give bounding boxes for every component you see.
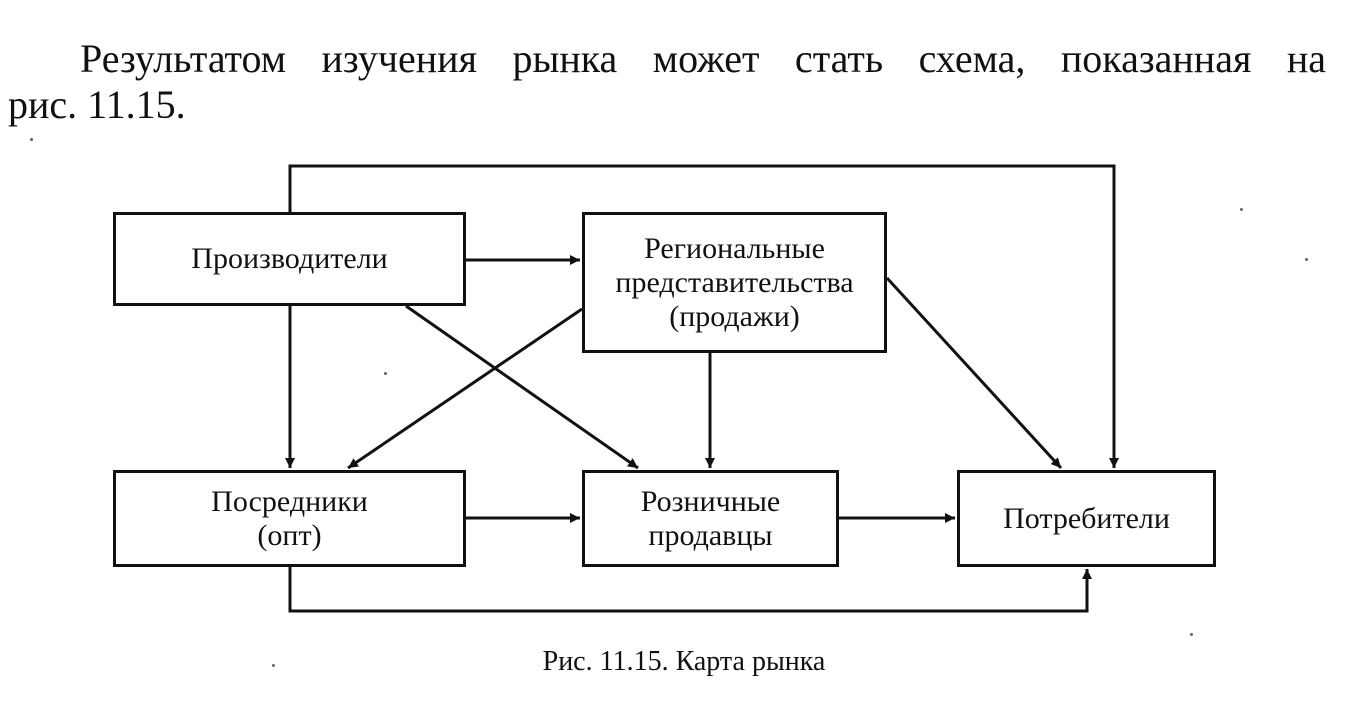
scan-speck — [1305, 258, 1308, 261]
scan-speck — [30, 138, 33, 141]
paragraph-line-2-text: рис. 11.15. — [8, 82, 186, 127]
scan-speck — [384, 372, 387, 375]
arrow-producers-to-consumers — [288, 164, 1119, 468]
node-intermediaries: Посредники (опт) — [113, 470, 466, 567]
paragraph-line-1-text: Результатом изучения рынка может стать с… — [80, 36, 1326, 81]
scan-speck — [272, 664, 275, 667]
arrow-intermediaries-to-consumers — [288, 567, 1092, 613]
node-regional-offices: Региональные представительства (продажи) — [582, 212, 887, 353]
arrow-producers-to-retailers — [405, 304, 639, 470]
arrow-regional-offices-to-intermediaries — [347, 307, 583, 470]
scan-speck — [1190, 633, 1193, 636]
node-producers: Производители — [113, 212, 466, 306]
paragraph-line-1: Результатом изучения рынка может стать с… — [0, 34, 1354, 84]
node-retailers: Розничные продавцы — [582, 470, 839, 567]
node-consumers: Потребители — [957, 470, 1216, 567]
scan-speck — [1240, 208, 1243, 211]
arrow-regional-offices-to-consumers — [885, 276, 1063, 470]
figure-caption: Рис. 11.15. Карта рынка — [542, 646, 826, 677]
paragraph-line-2: рис. 11.15. — [0, 80, 1354, 130]
